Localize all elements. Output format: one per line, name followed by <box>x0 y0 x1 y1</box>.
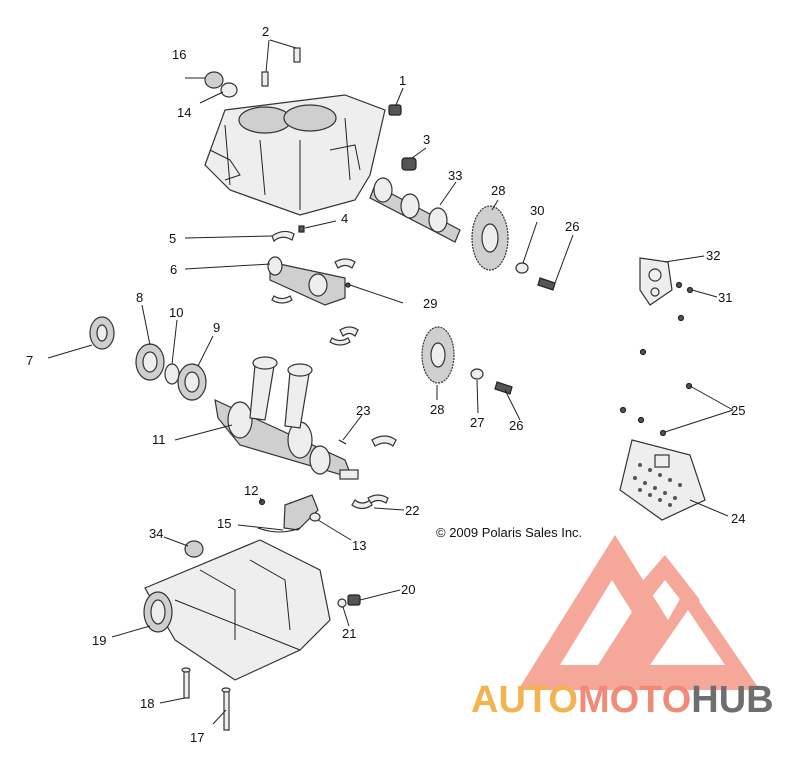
callout-7: 7 <box>26 353 34 368</box>
balance-shaft <box>267 256 346 306</box>
callout-21: 21 <box>342 626 357 641</box>
callout-9: 9 <box>213 320 221 335</box>
bearing-shell-5 <box>271 230 295 243</box>
callout-13: 13 <box>352 538 367 553</box>
callout-14: 14 <box>177 105 192 120</box>
bolt-26-lower <box>494 381 513 395</box>
callout-15: 15 <box>217 516 232 531</box>
cam-gear-upper <box>471 205 509 271</box>
callout-10: 10 <box>169 305 184 320</box>
callout-3: 3 <box>423 132 431 147</box>
crankshaft <box>214 356 359 480</box>
oil-screen-plate <box>619 439 706 521</box>
callout-28-lower: 28 <box>430 402 445 417</box>
callout-23: 23 <box>356 403 371 418</box>
plug-20 <box>347 594 361 606</box>
brand-moto: MOTO <box>577 679 692 721</box>
callout-33: 33 <box>448 168 463 183</box>
lower-crankcase <box>143 539 331 681</box>
bearing-9 <box>177 363 207 401</box>
callout-2: 2 <box>262 24 270 39</box>
callout-19: 19 <box>92 633 107 648</box>
callout-30: 30 <box>530 203 545 218</box>
pin-29 <box>345 282 351 288</box>
bearing-8 <box>135 343 165 381</box>
callout-6: 6 <box>170 262 178 277</box>
watermark-brand: AUTOMOTOHUB <box>471 681 774 719</box>
callout-29: 29 <box>423 296 438 311</box>
bolt-18 <box>181 667 191 699</box>
pin-23 <box>338 439 347 445</box>
bearing-shell-22-a <box>371 435 397 447</box>
callout-34: 34 <box>149 526 164 541</box>
callout-1: 1 <box>399 73 407 88</box>
bearing-shell-mid <box>339 326 359 337</box>
callout-5: 5 <box>169 231 177 246</box>
callout-24: 24 <box>731 511 746 526</box>
breather-plate <box>639 257 673 306</box>
oil-seal-7 <box>89 316 115 350</box>
bolt-26-upper <box>537 277 556 291</box>
ring-10 <box>164 363 180 385</box>
brand-hub: HUB <box>691 679 774 721</box>
callout-4: 4 <box>341 211 349 226</box>
callout-32: 32 <box>706 248 721 263</box>
bearing-shell-upper <box>334 258 356 269</box>
fasteners-25 <box>619 348 693 437</box>
callout-12: 12 <box>244 483 259 498</box>
plug-1 <box>388 104 402 116</box>
oil-pump <box>257 494 321 533</box>
bearing-shell-lower <box>271 295 293 304</box>
brand-auto: AUTO <box>471 679 578 721</box>
callout-27: 27 <box>470 415 485 430</box>
callout-31: 31 <box>718 290 733 305</box>
cylinder-block <box>204 94 386 216</box>
callout-28-upper: 28 <box>491 183 506 198</box>
ring-34 <box>184 540 204 558</box>
cam-gear-lower <box>421 326 455 384</box>
camshaft <box>369 177 461 243</box>
callout-22: 22 <box>405 503 420 518</box>
callout-20: 20 <box>401 582 416 597</box>
callout-26-lower: 26 <box>509 418 524 433</box>
washer-27 <box>470 368 484 380</box>
leader-lines <box>47 39 734 725</box>
washer-21 <box>337 598 347 608</box>
bearing-shell-22-b <box>351 499 373 510</box>
callout-18: 18 <box>140 696 155 711</box>
callout-11: 11 <box>152 432 166 447</box>
oring-14 <box>220 82 238 98</box>
bearing-shell-low <box>329 337 351 346</box>
screws-31 <box>675 281 694 322</box>
washer-30 <box>515 262 529 274</box>
dowel-pins <box>261 47 301 87</box>
callout-16: 16 <box>172 47 187 62</box>
callout-17: 17 <box>190 730 205 745</box>
bearing-shell-22-c <box>367 494 389 504</box>
bushing-3 <box>401 157 417 171</box>
callout-26-upper: 26 <box>565 219 580 234</box>
callout-8: 8 <box>136 290 144 305</box>
bolt-17 <box>221 687 231 731</box>
copyright-notice: © 2009 Polaris Sales Inc. <box>436 525 583 540</box>
seal-16 <box>204 71 224 89</box>
pin-4 <box>298 225 305 233</box>
watermark-logo <box>518 535 760 690</box>
callout-25: 25 <box>731 403 746 418</box>
